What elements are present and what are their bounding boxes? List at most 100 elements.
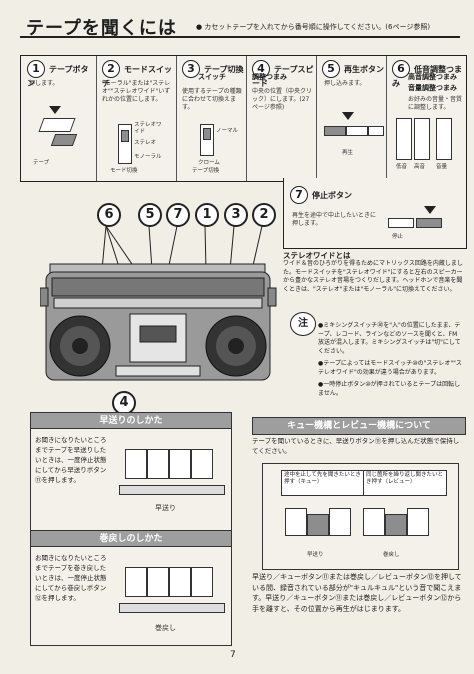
step-title: 低音調整つまみ bbox=[392, 65, 462, 88]
ff-button-icon bbox=[147, 449, 169, 479]
play-button-icon bbox=[324, 126, 346, 136]
step-label: テープ bbox=[33, 160, 50, 166]
switch-label: モノーラル bbox=[134, 154, 162, 160]
step-title-3: 音量調整つまみ bbox=[408, 84, 457, 92]
step-desc: 再生を途中で中止したいときに押します。 bbox=[292, 212, 377, 227]
step-7: 7 停止ボタン 再生を途中で中止したいときに押します。 停止 bbox=[283, 178, 467, 249]
bass-knob-icon bbox=[396, 118, 412, 160]
step-number: 3 bbox=[182, 60, 200, 78]
step-number: 1 bbox=[27, 60, 45, 78]
switch-label: ステレオワイド bbox=[134, 122, 162, 135]
step-number: 7 bbox=[290, 186, 308, 204]
treble-knob-icon bbox=[414, 118, 430, 160]
step-desc: 押し込みます。 bbox=[324, 80, 366, 87]
switch-label: ステレオ bbox=[134, 140, 157, 146]
volume-knob-icon bbox=[436, 118, 452, 160]
press-arrow-icon bbox=[424, 206, 436, 214]
step-title: テープスピード bbox=[252, 65, 314, 88]
callout-6: 6 bbox=[97, 203, 121, 227]
review-label: 巻戻し bbox=[383, 552, 400, 558]
step-desc: お好みの音量・音質に調整します。 bbox=[408, 96, 463, 111]
title-underline bbox=[20, 36, 460, 38]
rew-label: 巻戻し bbox=[155, 624, 176, 632]
cue-bubble: 途中を止して先を聞きたいとき押す（キュー） bbox=[281, 470, 365, 496]
rew-review-button-icon bbox=[385, 514, 407, 536]
rew-button-icon bbox=[169, 567, 191, 597]
caution-mark: 注 bbox=[290, 312, 316, 336]
stereo-wide-heading: ステレオワイドとは bbox=[283, 251, 351, 260]
callout-3: 3 bbox=[224, 203, 248, 227]
review-bubble: 同じ箇所を繰り返し聞きたいとき押す（レビュー） bbox=[363, 470, 447, 496]
switch-label: ノーマル bbox=[216, 128, 239, 134]
step-title: 再生ボタン bbox=[344, 65, 384, 74]
notes: ●ミキシングスイッチ⑳を"入"の位置にしたまま、テープ、レコード、ラインなどのソ… bbox=[318, 322, 463, 398]
step-desc: 使用するテープの種類に合わせて切換えます。 bbox=[182, 88, 242, 111]
cue-intro: テープを聞いているときに、早送りボタン⑪を押し込んだ状態で保持してください。 bbox=[252, 437, 460, 455]
switch-label: クローム bbox=[198, 160, 220, 166]
button-icon bbox=[388, 218, 414, 228]
ff-cue-button-icon bbox=[307, 514, 329, 536]
page-number: 7 bbox=[230, 650, 236, 660]
ff-body: お聞きになりたいところまでテープを早送りしたいときは、一度停止状態にしてから早送… bbox=[35, 436, 107, 484]
button-icon bbox=[50, 134, 78, 146]
step-title: テープ切換 bbox=[204, 65, 244, 74]
button-icon bbox=[125, 449, 147, 479]
cue-heading: キュー機構とレビュー機構について bbox=[252, 417, 466, 435]
callout-1: 1 bbox=[195, 203, 219, 227]
cue-body: 早送り／キューボタン⑪または巻戻し／レビューボタン⑫を押している間、録音されてい… bbox=[252, 573, 462, 613]
radio-cassette-illustration bbox=[40, 226, 277, 381]
step-title: 停止ボタン bbox=[312, 191, 352, 200]
stop-button-icon bbox=[416, 218, 442, 228]
switch-caption: テープ切換 bbox=[192, 168, 220, 174]
step-title-2: スイッチ bbox=[198, 73, 226, 81]
note-item: ●ミキシングスイッチ⑳を"入"の位置にしたまま、テープ、レコード、ラインなどのソ… bbox=[318, 322, 461, 355]
step-title-2: 調整つまみ bbox=[252, 73, 287, 81]
knob-label: 低音 bbox=[396, 164, 408, 170]
stereo-wide-body: ワイド＆音のひろがりを得るためにマトリックス回路を内蔵しました。モードスイッチを… bbox=[283, 260, 463, 293]
note-item: ●テープによってはモードスイッチ⑩の"ステレオ""ステレオワイド"の効果が違う場… bbox=[318, 360, 462, 376]
button-base-icon bbox=[119, 603, 225, 613]
button-icon bbox=[125, 567, 147, 597]
button-icon bbox=[147, 567, 169, 597]
step-title-2: 高音調整つまみ bbox=[408, 73, 457, 81]
button-icon bbox=[368, 126, 384, 136]
step-label: 再生 bbox=[342, 150, 354, 156]
button-icon bbox=[363, 508, 385, 536]
step-desc: 押します。 bbox=[29, 80, 59, 87]
step-3: 3 テープ切換 スイッチ 使用するテープの種類に合わせて切換えます。 ノーマル ク… bbox=[176, 56, 247, 181]
ff-panel: お聞きになりたいところまでテープを早送りしたいときは、一度停止状態にしてから早送… bbox=[30, 428, 232, 532]
step-title: モードスイッチ bbox=[102, 65, 172, 88]
page-title: テープを聞くには bbox=[26, 18, 177, 39]
cue-label: 早送り bbox=[307, 552, 324, 558]
switch-knob-icon bbox=[203, 128, 211, 140]
button-icon bbox=[191, 449, 213, 479]
step-title: テープボタン bbox=[27, 65, 89, 88]
press-arrow-icon bbox=[342, 112, 354, 120]
rew-panel: お聞きになりたいところまでテープを巻き戻したいときは、一度停止状態にしてから巻戻… bbox=[30, 546, 232, 646]
rew-body: お聞きになりたいところまでテープを巻き戻したいときは、一度停止状態にしてから巻戻… bbox=[35, 554, 107, 602]
switch-caption: モード切換 bbox=[110, 168, 138, 174]
button-icon bbox=[191, 567, 213, 597]
step-label: 停止 bbox=[392, 234, 404, 240]
button-icon bbox=[169, 449, 191, 479]
cue-panel: 途中を止して先を聞きたいとき押す（キュー） 同じ箇所を繰り返し聞きたいとき押す（… bbox=[262, 463, 459, 570]
button-base-icon bbox=[119, 485, 225, 495]
callout-5: 5 bbox=[138, 203, 162, 227]
note-item: ●一時停止ボタン⑩が押されているとテープは回転しません。 bbox=[318, 381, 461, 397]
press-arrow-icon bbox=[49, 106, 61, 114]
knob-label: 高音 bbox=[414, 164, 426, 170]
header-note: ● カセットテープを入れてから番号順に操作してください。(6ページ参照) bbox=[196, 23, 431, 31]
callout-7: 7 bbox=[166, 203, 190, 227]
button-icon bbox=[285, 508, 307, 536]
step-desc: 中央の位置（中央クリック）にします。(27ページ参照) bbox=[252, 88, 313, 111]
ff-label: 早送り bbox=[155, 504, 176, 512]
tape-button-icon bbox=[38, 118, 76, 132]
step-number: 4 bbox=[252, 60, 270, 78]
button-icon bbox=[407, 508, 429, 536]
step-number: 2 bbox=[102, 60, 120, 78]
knob-label: 音量 bbox=[436, 164, 448, 170]
